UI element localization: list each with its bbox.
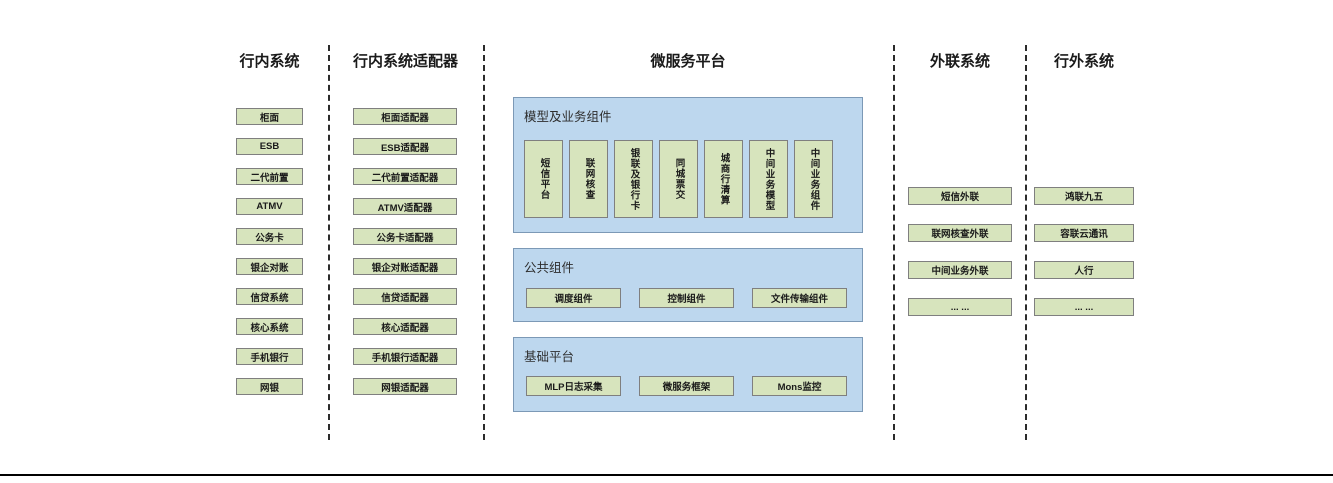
panel-title: 模型及业务组件 bbox=[524, 110, 612, 124]
component-box-label: 中间业务组件 bbox=[808, 147, 820, 211]
component-box-label: 同城票交 bbox=[673, 158, 685, 200]
component-box-label: 银联及银行卡 bbox=[628, 147, 640, 211]
panel-title: 基础平台 bbox=[524, 350, 575, 364]
column-divider-1 bbox=[328, 45, 330, 440]
outside-systems-list: 鸿联九五 容联云通讯 人行 ... ... bbox=[1034, 187, 1134, 316]
outside-system-box: ... ... bbox=[1034, 298, 1134, 316]
system-box: 银企对账 bbox=[236, 258, 303, 275]
internal-systems-list: 柜面 ESB 二代前置 ATMV 公务卡 银企对账 信贷系统 核心系统 手机银行… bbox=[236, 108, 303, 395]
column-title-internal-systems: 行内系统 bbox=[239, 53, 300, 70]
adapter-box: 手机银行适配器 bbox=[353, 348, 457, 365]
system-box: 公务卡 bbox=[236, 228, 303, 245]
system-box: ATMV bbox=[236, 198, 303, 215]
component-box-vertical: 中间业务组件 bbox=[794, 140, 833, 218]
base-platform-list: MLP日志采集 微服务框架 Mons监控 bbox=[526, 376, 847, 396]
panel-model-business-components: 模型及业务组件 短信平台 联网核查 银联及银行卡 同城票交 城商行清算 中间业务… bbox=[513, 97, 863, 233]
component-box: Mons监控 bbox=[752, 376, 847, 396]
component-box-vertical: 同城票交 bbox=[659, 140, 698, 218]
adapter-box: 网银适配器 bbox=[353, 378, 457, 395]
adapter-box: 核心适配器 bbox=[353, 318, 457, 335]
component-box: 文件传输组件 bbox=[752, 288, 847, 308]
column-title-outside-systems: 行外系统 bbox=[1053, 53, 1114, 70]
adapter-box: 信贷适配器 bbox=[353, 288, 457, 305]
panel-title: 公共组件 bbox=[524, 261, 575, 275]
external-link-box: 联网核查外联 bbox=[908, 224, 1012, 242]
system-box: ESB bbox=[236, 138, 303, 155]
component-box: MLP日志采集 bbox=[526, 376, 621, 396]
adapter-box: 二代前置适配器 bbox=[353, 168, 457, 185]
column-title-external-link-systems: 外联系统 bbox=[929, 53, 990, 70]
adapter-box: 公务卡适配器 bbox=[353, 228, 457, 245]
system-box: 核心系统 bbox=[236, 318, 303, 335]
column-title-internal-adapters: 行内系统适配器 bbox=[353, 53, 459, 70]
external-link-box: ... ... bbox=[908, 298, 1012, 316]
component-box-vertical: 短信平台 bbox=[524, 140, 563, 218]
component-box: 调度组件 bbox=[526, 288, 621, 308]
adapter-box: ATMV适配器 bbox=[353, 198, 457, 215]
adapter-box: 柜面适配器 bbox=[353, 108, 457, 125]
component-box-vertical: 中间业务模型 bbox=[749, 140, 788, 218]
column-divider-2 bbox=[483, 45, 485, 440]
panel-common-components: 公共组件 调度组件 控制组件 文件传输组件 bbox=[513, 248, 863, 322]
system-box: 信贷系统 bbox=[236, 288, 303, 305]
panel-base-platform: 基础平台 MLP日志采集 微服务框架 Mons监控 bbox=[513, 337, 863, 412]
external-link-systems-list: 短信外联 联网核查外联 中间业务外联 ... ... bbox=[908, 187, 1012, 316]
system-box: 网银 bbox=[236, 378, 303, 395]
component-box-label: 联网核查 bbox=[583, 158, 595, 200]
internal-adapters-list: 柜面适配器 ESB适配器 二代前置适配器 ATMV适配器 公务卡适配器 银企对账… bbox=[353, 108, 457, 395]
model-components-list: 短信平台 联网核查 银联及银行卡 同城票交 城商行清算 中间业务模型 中间业务组… bbox=[524, 140, 833, 218]
outside-system-box: 人行 bbox=[1034, 261, 1134, 279]
component-box-label: 中间业务模型 bbox=[763, 147, 775, 211]
system-box: 柜面 bbox=[236, 108, 303, 125]
component-box-vertical: 联网核查 bbox=[569, 140, 608, 218]
column-title-microservice-platform: 微服务平台 bbox=[650, 53, 726, 70]
bottom-rule bbox=[0, 474, 1333, 476]
outside-system-box: 容联云通讯 bbox=[1034, 224, 1134, 242]
component-box-label: 短信平台 bbox=[538, 158, 550, 200]
component-box-vertical: 城商行清算 bbox=[704, 140, 743, 218]
common-components-list: 调度组件 控制组件 文件传输组件 bbox=[526, 288, 847, 308]
component-box-label: 城商行清算 bbox=[718, 152, 730, 206]
adapter-box: 银企对账适配器 bbox=[353, 258, 457, 275]
adapter-box: ESB适配器 bbox=[353, 138, 457, 155]
component-box: 控制组件 bbox=[639, 288, 734, 308]
system-box: 手机银行 bbox=[236, 348, 303, 365]
system-box: 二代前置 bbox=[236, 168, 303, 185]
component-box: 微服务框架 bbox=[639, 376, 734, 396]
external-link-box: 短信外联 bbox=[908, 187, 1012, 205]
column-divider-3 bbox=[893, 45, 895, 440]
component-box-vertical: 银联及银行卡 bbox=[614, 140, 653, 218]
external-link-box: 中间业务外联 bbox=[908, 261, 1012, 279]
column-divider-4 bbox=[1025, 45, 1027, 440]
outside-system-box: 鸿联九五 bbox=[1034, 187, 1134, 205]
